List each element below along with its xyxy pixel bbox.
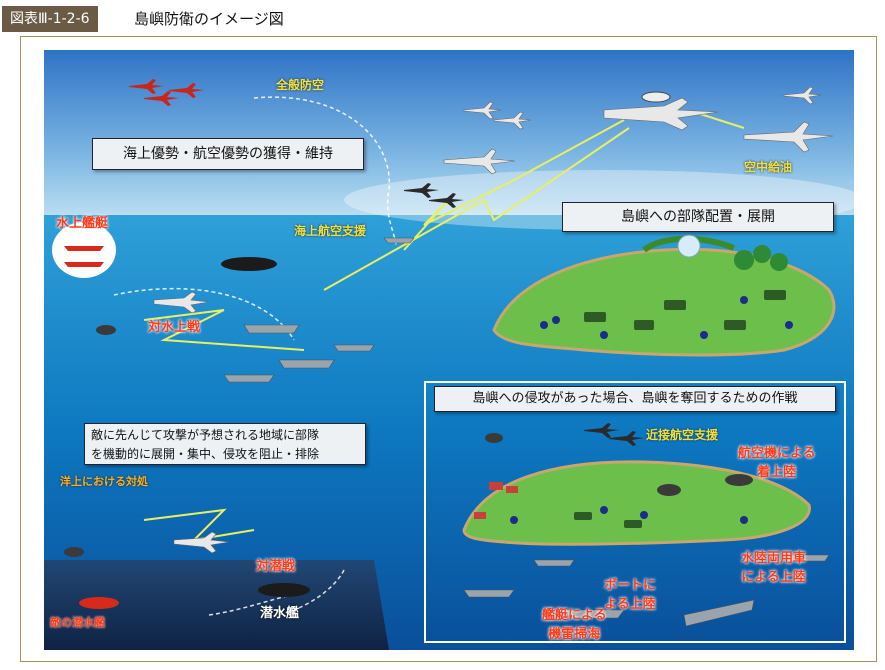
helicopters (64, 325, 753, 557)
illustration-panel: 海上優勢・航空優勢の獲得・維持 島嶼への部隊配置・展開 島嶼への侵攻があった場合… (44, 50, 854, 650)
enemy-aircraft (129, 79, 204, 106)
fighter-silhouettes (404, 183, 644, 446)
label-boat-landing-1: ボートに (604, 578, 657, 593)
label-amphibious-landing-2: による上陸 (741, 570, 806, 585)
label-amphibious-landing-1: 水陸両用車 (741, 551, 807, 566)
friendly-submarine-upper (221, 257, 277, 271)
flight-paths (113, 96, 397, 617)
deep-sea-zone (44, 560, 389, 650)
island-main (492, 247, 836, 357)
box-preemptive-line1: 敵に先んじて攻撃が予想される地域に部隊 (91, 428, 320, 442)
friendly-ships (223, 237, 830, 627)
box-preemptive-line2: を機動的に展開・集中、侵攻を阻止・排除 (91, 447, 320, 461)
label-close-air-support: 近接航空支援 (646, 428, 719, 442)
label-minesweeping: 艦艇による 機雷掃海 (542, 604, 607, 642)
datalink-lines (143, 111, 745, 542)
island-recapture (462, 460, 811, 546)
label-area-air-defense: 全般防空 (276, 78, 325, 92)
figure-number: 図表Ⅲ-1-2-6 (2, 6, 98, 32)
figure-title: 島嶼防衛のイメージ図 (134, 10, 284, 28)
label-airborne-landing: 航空機による 着上陸 (738, 442, 816, 480)
enemy-ship-icon (64, 246, 104, 251)
label-response-at-sea: 洋上における対処 (60, 475, 148, 488)
box-island-deployment: 島嶼への部隊配置・展開 (562, 202, 834, 232)
illustration-scene (44, 50, 854, 650)
sky (44, 50, 854, 220)
ground-vehicles (574, 290, 786, 528)
infantry (510, 296, 793, 524)
label-maritime-air-support: 海上航空支援 (294, 224, 367, 238)
recapture-scene-frame (424, 381, 846, 643)
label-aerial-refueling: 空中給油 (744, 160, 793, 174)
label-boat-landing-2: よる上陸 (604, 597, 656, 612)
label-enemy-submarine: 敵の潜水艦 (50, 616, 105, 629)
trees (734, 245, 788, 271)
label-minesweeping-2: 機雷掃海 (548, 627, 601, 642)
label-boat-landing: ボートに よる上陸 (604, 574, 656, 612)
awacs-radome-icon (641, 91, 671, 103)
friendly-aircraft (153, 86, 834, 554)
enemy-camp (474, 482, 518, 519)
enemy-submarine-icon (79, 597, 119, 609)
friendly-submarine (258, 583, 310, 597)
label-anti-surface-warfare: 対水上戦 (148, 320, 201, 335)
label-airborne-landing-1: 航空機による (738, 446, 816, 461)
box-recapture: 島嶼への侵攻があった場合、島嶼を奪回するための作戦 (434, 386, 836, 412)
box-preemptive: 敵に先んじて攻撃が予想される地域に部隊 を機動的に展開・集中、侵攻を阻止・排除 (84, 423, 366, 465)
enemy-ship-icon (64, 262, 104, 267)
label-minesweeping-1: 艦艇による (542, 608, 607, 623)
label-amphibious-landing: 水陸両用車 による上陸 (741, 547, 806, 585)
box-sea-air-superiority: 海上優勢・航空優勢の獲得・維持 (92, 138, 364, 170)
label-airborne-landing-2: 着上陸 (757, 465, 797, 480)
radar-dome-icon (677, 234, 701, 258)
label-surface-ships: 水上艦艇 (56, 216, 109, 231)
label-submarine: 潜水艦 (260, 606, 300, 621)
label-anti-submarine-warfare: 対潜戦 (256, 559, 296, 574)
